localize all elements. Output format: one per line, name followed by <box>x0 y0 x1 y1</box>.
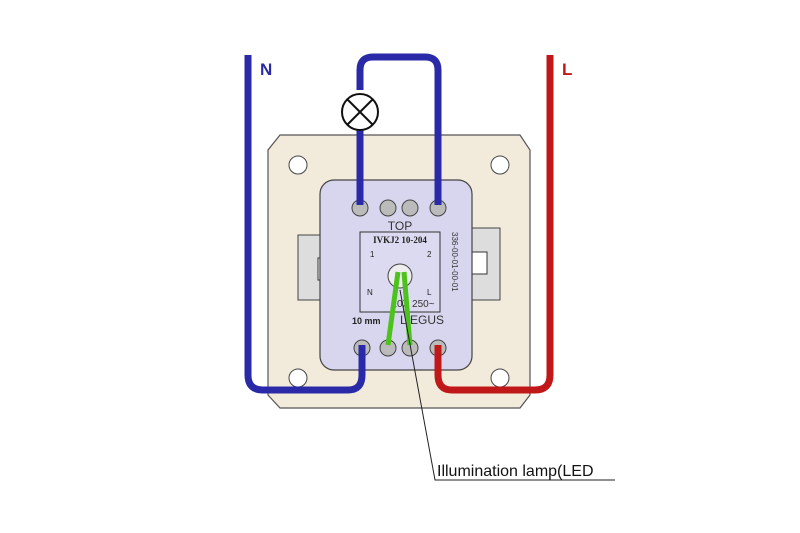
part-number-label: 336-00-01-00-01 <box>450 232 459 292</box>
terminal-n-label: N <box>367 288 373 297</box>
screw-icon <box>288 368 308 388</box>
lamp-wire <box>356 53 442 205</box>
led-wire <box>385 271 413 346</box>
lamp-icon <box>341 93 379 131</box>
model-label: IVKJ2 10-204 <box>373 235 427 245</box>
callout-leader <box>399 289 615 481</box>
live-label: L <box>562 60 572 79</box>
top-label: TOP <box>388 219 412 233</box>
strip-length-label: 10 mm <box>352 316 381 326</box>
screw-icon <box>490 155 510 175</box>
brand-label: LIEGUS <box>400 313 444 327</box>
screw-icon <box>288 155 308 175</box>
callout-label: Illumination lamp(LED <box>437 463 594 480</box>
terminal-1-label: 1 <box>370 250 375 259</box>
terminal-2-label: 2 <box>427 250 432 259</box>
screw-icon <box>490 368 510 388</box>
led-socket <box>387 263 413 289</box>
live-wire <box>434 55 554 394</box>
rating-label: 10X 250~ <box>391 299 434 310</box>
neutral-label: N <box>260 60 272 79</box>
terminal-l-label: L <box>427 288 432 297</box>
neutral-wire <box>244 55 366 394</box>
